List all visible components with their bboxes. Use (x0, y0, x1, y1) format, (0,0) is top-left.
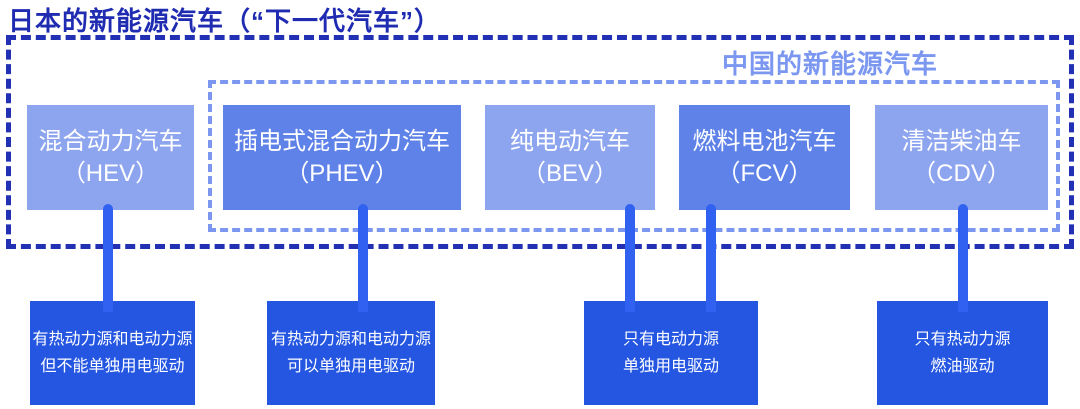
vehicle-abbr: （FCV） (716, 159, 813, 187)
description-box-cdv: 只有热动力源 燃油驱动 (875, 299, 1050, 407)
vehicle-abbr: （BEV） (521, 159, 619, 187)
vehicle-name: 清洁柴油车 (901, 128, 1022, 156)
vehicle-box-bev: 纯电动汽车 （BEV） (483, 103, 657, 212)
description-line: 只有热动力源 (914, 330, 1011, 348)
page-title: 日本的新能源汽车（“下一代汽车”） (8, 6, 442, 36)
connector-cdv (958, 204, 968, 312)
vehicle-abbr: （PHEV） (285, 159, 399, 187)
vehicle-box-fcv: 燃料电池汽车 （FCV） (677, 103, 852, 212)
connector-fcv (706, 204, 716, 312)
vehicle-abbr: （HEV） (61, 159, 160, 187)
description-box-phev: 有热动力源和电动力源 可以单独用电驱动 (265, 299, 437, 407)
vehicle-abbr: （CDV） (912, 159, 1011, 187)
description-line: 有热动力源和电动力源 (270, 330, 431, 348)
vehicle-box-cdv: 清洁柴油车 （CDV） (873, 103, 1050, 212)
description-line: 只有电动力源 (622, 330, 719, 348)
description-line: 燃油驱动 (930, 358, 995, 375)
vehicle-name: 纯电动汽车 (510, 128, 630, 156)
vehicle-box-hev: 混合动力汽车 （HEV） (25, 103, 196, 212)
vehicle-name: 混合动力汽车 (38, 128, 183, 156)
description-line: 但不能单独用电驱动 (40, 358, 185, 375)
vehicle-name: 插电式混合动力汽车 (234, 128, 450, 156)
description-line: 单独用电驱动 (622, 358, 719, 375)
description-line: 可以单独用电驱动 (286, 358, 415, 375)
vehicle-box-phev: 插电式混合动力汽车 （PHEV） (221, 103, 463, 212)
japan-group-dashed-box (6, 35, 1074, 249)
connector-phev (358, 204, 368, 312)
connector-hev (103, 204, 113, 312)
connector-bev (625, 204, 635, 312)
description-line: 有热动力源和电动力源 (32, 330, 193, 348)
china-group-label: 中国的新能源汽车 (722, 49, 939, 79)
description-box-hev: 有热动力源和电动力源 但不能单独用电驱动 (28, 299, 197, 407)
vehicle-name: 燃料电池汽车 (692, 128, 837, 156)
description-box-bev-fcv: 只有电动力源 单独用电驱动 (582, 299, 760, 407)
